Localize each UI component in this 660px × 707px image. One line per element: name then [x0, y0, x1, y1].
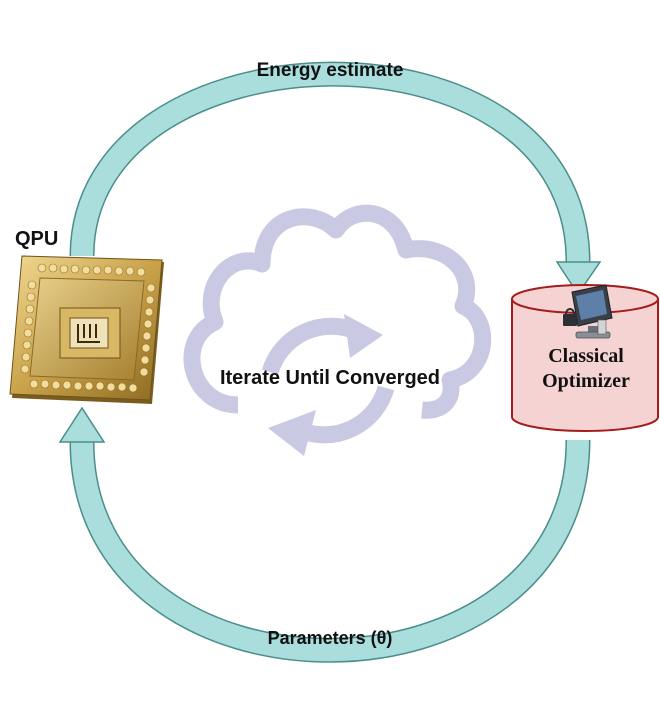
qpu-label: QPU [15, 228, 59, 250]
optimizer-label: Classical Optimizer [512, 344, 660, 394]
iterate-label: Iterate Until Converged [219, 367, 441, 389]
parameters-arrow [58, 406, 591, 663]
computer-lock-icon [563, 284, 613, 339]
cycle-arrows-icon [261, 314, 395, 456]
energy-estimate-label: Energy estimate [256, 60, 404, 81]
optimizer-label-line1: Classical [548, 345, 624, 367]
energy-arrow [69, 61, 602, 296]
parameters-arrowhead [58, 406, 106, 443]
energy-arrowhead [555, 261, 602, 296]
optimizer-label-line2: Optimizer [542, 370, 630, 392]
cloud-icon [183, 204, 492, 419]
qpu-chip-icon [9, 255, 164, 404]
parameters-label: Parameters (θ) [267, 628, 393, 648]
